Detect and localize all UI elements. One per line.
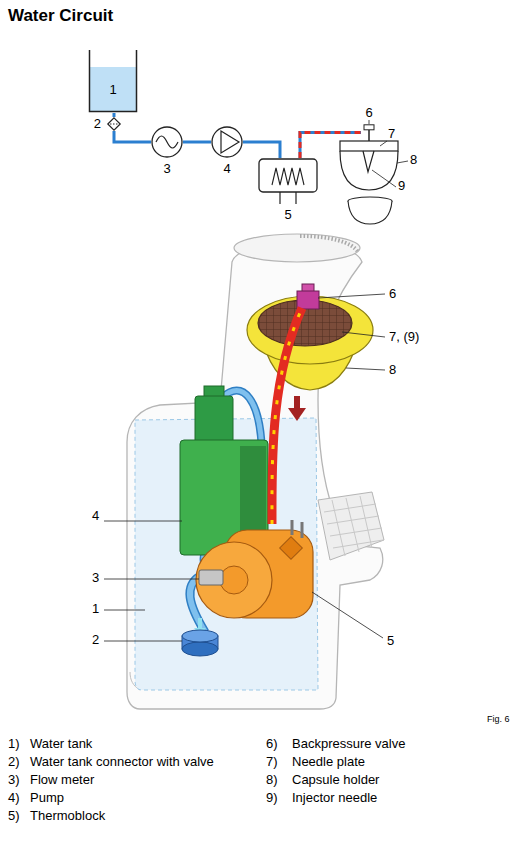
callout-number: 8) bbox=[266, 773, 278, 788]
valve-symbol: 2 bbox=[107, 117, 121, 131]
water-line bbox=[114, 131, 151, 142]
part-name: Pump bbox=[30, 791, 64, 806]
machine-body bbox=[127, 234, 383, 709]
part-name: Water tank connector with valve bbox=[30, 755, 214, 770]
backpressure-valve-symbol: 6 bbox=[361, 124, 377, 141]
callout-number: 5) bbox=[8, 809, 20, 824]
symbol-outline bbox=[88, 50, 138, 113]
symbol-outline bbox=[258, 158, 318, 204]
part-name: Injector needle bbox=[292, 791, 377, 806]
callout-number: 4 bbox=[223, 162, 230, 177]
callout-number: 2) bbox=[8, 755, 20, 770]
callout-number: 1) bbox=[8, 737, 20, 752]
callout-number: 7) bbox=[266, 755, 278, 770]
symbol-outline bbox=[361, 124, 377, 141]
callout-number: 9 bbox=[398, 179, 405, 194]
callout-number: 9) bbox=[266, 791, 278, 806]
water-line bbox=[114, 113, 115, 117]
callout-number: 3) bbox=[8, 773, 20, 788]
part-name: Flow meter bbox=[30, 773, 94, 788]
callout-number: 7 bbox=[388, 127, 395, 142]
title: Water Circuit bbox=[8, 6, 113, 26]
flow-meter bbox=[199, 570, 223, 585]
water-tank-region bbox=[135, 418, 318, 690]
symbol-outline bbox=[211, 126, 243, 158]
callout-number: 5 bbox=[284, 208, 291, 223]
drip-tray bbox=[318, 492, 384, 560]
symbol-outline bbox=[151, 126, 183, 158]
callout-number: 3 bbox=[92, 571, 99, 586]
pump-symbol: 4 bbox=[211, 126, 243, 158]
callout-number: 8 bbox=[389, 363, 396, 378]
symbol-outline bbox=[107, 117, 121, 131]
callout-number: 2 bbox=[92, 633, 99, 648]
callout-number: 5 bbox=[387, 634, 394, 649]
callout-number: 6 bbox=[365, 106, 372, 121]
callout-number: 3 bbox=[163, 162, 170, 177]
callout-number: 1 bbox=[92, 602, 99, 617]
hot-water-line bbox=[300, 133, 361, 159]
part-name: Needle plate bbox=[292, 755, 365, 770]
callout-number: 2 bbox=[94, 117, 101, 132]
callout-number: 7, (9) bbox=[389, 330, 419, 345]
part-name: Fig. 6 bbox=[487, 714, 510, 724]
callout-number: 4) bbox=[8, 791, 20, 806]
part-name: Capsule holder bbox=[292, 773, 379, 788]
callout-number: 6 bbox=[389, 287, 396, 302]
water-tank-symbol: 1 bbox=[88, 50, 138, 113]
schematic-parts bbox=[340, 120, 408, 224]
thermoblock-symbol: 5 bbox=[258, 158, 318, 204]
part-name: Water tank bbox=[30, 737, 92, 752]
callout-number: 8 bbox=[410, 153, 417, 168]
callout-number: 4 bbox=[92, 509, 99, 524]
insert-arrow bbox=[288, 396, 306, 421]
part-name: Backpressure valve bbox=[292, 737, 405, 752]
water-line bbox=[183, 142, 211, 143]
capsule-holder bbox=[247, 284, 373, 390]
thermoblock bbox=[196, 520, 313, 618]
water-line bbox=[243, 142, 280, 158]
callout-number: 6) bbox=[266, 737, 278, 752]
flow-meter-symbol: 3 bbox=[151, 126, 183, 158]
callout-number: 1 bbox=[109, 83, 116, 98]
leader-lines bbox=[104, 294, 385, 641]
part-name: Thermoblock bbox=[30, 809, 105, 824]
hot-tube bbox=[272, 308, 302, 524]
tank-connector bbox=[182, 618, 218, 656]
